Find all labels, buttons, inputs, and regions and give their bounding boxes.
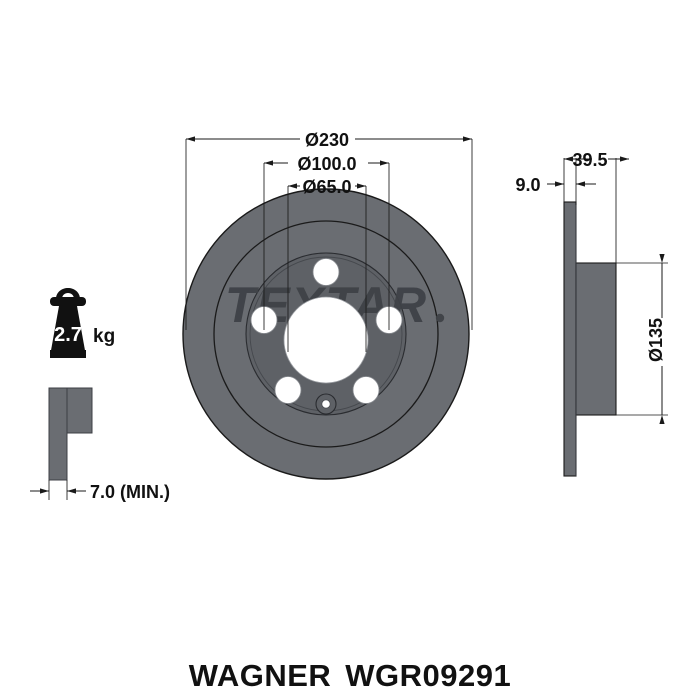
weight-unit: kg: [93, 326, 115, 347]
locating-pin-hole-inner: [321, 399, 331, 409]
min-thickness-flange: [66, 387, 93, 434]
dimension-hub-diameter: Ø135: [646, 254, 666, 424]
center-bore: [283, 296, 369, 384]
dimension-bolt-circle: Ø100.0: [264, 154, 389, 174]
side-view-section: [563, 201, 617, 477]
side-view-hub-barrel: [575, 262, 617, 416]
dimension-label-hub-diameter: Ø135: [646, 318, 666, 362]
dimension-disc-thickness: 9.0: [515, 175, 596, 195]
dimension-center-bore: Ø65.0: [288, 177, 366, 197]
dimension-label-min-thickness: 7.0 (MIN.): [90, 482, 170, 502]
bolt-hole: [274, 376, 302, 404]
part-number: WGR09291: [345, 658, 512, 693]
dimension-label-disc-thickness: 9.0: [515, 175, 540, 195]
front-view-extension-lines: [185, 139, 473, 352]
disc-friction-ring: [213, 220, 439, 448]
bolt-hole: [352, 376, 380, 404]
dimension-label-overall-width: 39.5: [572, 150, 607, 170]
hub-detail-group: [250, 258, 403, 415]
min-thickness-detail: 7.0 (MIN.): [30, 387, 170, 502]
brand-name: WAGNER: [188, 658, 332, 693]
weight-icon: 2.7 kg: [50, 288, 115, 358]
bolt-hole: [312, 258, 340, 286]
dimension-label-bolt-circle: Ø100.0: [297, 154, 356, 174]
part-label-footer: WAGNER WGR09291: [0, 658, 700, 694]
dimension-label-center-bore: Ø65.0: [302, 177, 351, 197]
min-thickness-web: [48, 387, 68, 481]
side-view-disc-plate: [563, 201, 577, 477]
dimension-label-outer-diameter: Ø230: [305, 130, 349, 150]
watermark-trademark-dot: [435, 313, 445, 323]
dimension-overall-width: 39.5: [564, 150, 629, 170]
weight-value: 2.7: [54, 324, 82, 346]
dimension-outer-diameter: Ø230: [186, 130, 472, 150]
